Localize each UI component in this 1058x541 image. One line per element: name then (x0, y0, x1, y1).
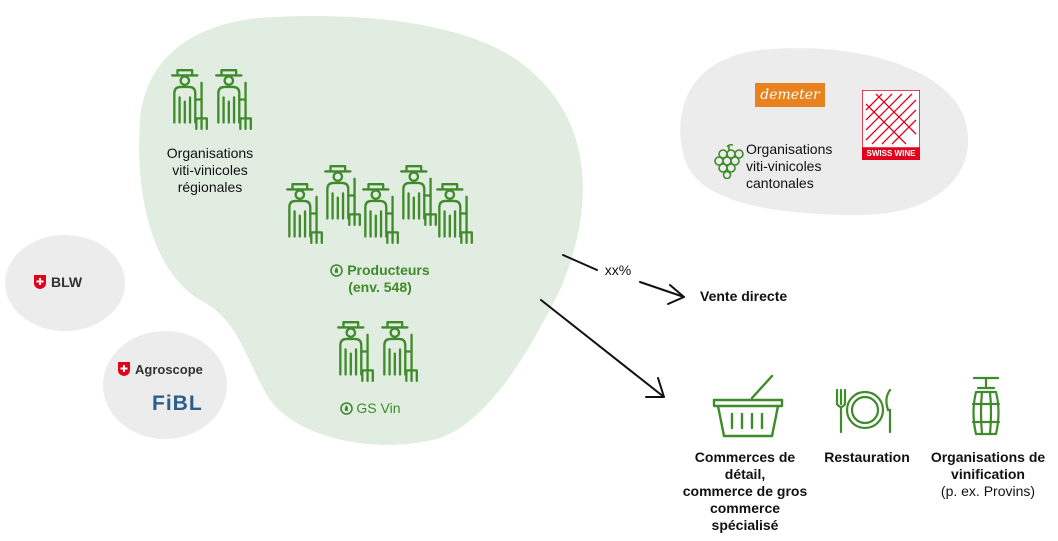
arrow-outlets-head (645, 377, 665, 398)
arrow-direct-sales-head (667, 284, 685, 305)
plate-cutlery-icon (832, 388, 896, 434)
direct-sales-text: Vente directe (700, 288, 788, 304)
flame-icon (330, 264, 344, 277)
retail-line3: commerce de gros (682, 483, 808, 499)
regional-orgs-line3: régionales (177, 179, 243, 195)
blw-logo: BLW (33, 274, 82, 290)
cantonal-orgs-label: Organisations viti-vinicoles cantonales (746, 141, 832, 192)
vinification-line3: (p. ex. Provins) (940, 483, 1036, 499)
fibl-text: FiBL (152, 392, 203, 415)
agroscope-text: Agroscope (135, 361, 203, 377)
retail-line1: Commerces de (694, 449, 796, 465)
demeter-logo: demeter (755, 83, 825, 107)
arrow-direct-sales-seg2 (639, 281, 685, 298)
vinification-label: Organisations de vinification (p. ex. Pr… (920, 449, 1056, 500)
vinification-line2: vinification (951, 466, 1025, 482)
regional-orgs-line1: Organisations (166, 145, 254, 161)
gsvin-label: GS Vin (310, 400, 430, 417)
restaurant-label: Restauration (812, 449, 922, 466)
basket-icon (710, 374, 786, 440)
retail-label: Commerces de détail, commerce de gros co… (670, 449, 820, 534)
producers-label: Producteurs (env. 548) (300, 262, 460, 296)
arrow-outlets (540, 299, 665, 398)
blw-blob (5, 235, 125, 331)
swiss-shield-icon (117, 361, 131, 377)
retail-line4: commerce (709, 500, 781, 516)
arrow-direct-sales-seg1 (562, 254, 598, 271)
swiss-wine-mark-icon (862, 90, 920, 148)
producers-line2: (env. 548) (348, 279, 412, 295)
blw-text: BLW (51, 274, 83, 290)
cantonal-line2: viti-vinicoles (746, 158, 822, 174)
cantonal-line3: cantonales (746, 175, 814, 191)
direct-sales-label: Vente directe (700, 288, 787, 305)
producers-line1: Producteurs (300, 262, 460, 279)
swiss-wine-logo: SWISS WINE (862, 90, 920, 162)
restaurant-text: Restauration (824, 449, 910, 465)
research-blob (103, 331, 227, 439)
retail-line5: spécialisé (711, 517, 779, 533)
flow-percent-text: xx% (604, 262, 632, 278)
gsvin-text: GS Vin (356, 400, 401, 416)
fibl-logo: FiBL (152, 392, 203, 416)
swiss-shield-icon (33, 274, 47, 290)
demeter-text: demeter (760, 87, 820, 103)
regional-orgs-line2: viti-vinicoles (172, 162, 248, 178)
agroscope-logo: Agroscope (117, 361, 203, 377)
grapes-icon (713, 143, 745, 179)
vinification-line1: Organisations de (930, 449, 1046, 465)
flame-icon (339, 402, 353, 415)
regional-orgs-label: Organisations viti-vinicoles régionales (140, 145, 280, 196)
wine-barrel-press-icon (968, 374, 1004, 438)
producers-line1-text: Producteurs (347, 262, 430, 278)
cantonal-line1: Organisations (746, 141, 833, 157)
flow-percent-label: xx% (598, 262, 638, 279)
retail-line2: détail, (724, 466, 766, 482)
swiss-wine-text: SWISS WINE (862, 148, 920, 160)
